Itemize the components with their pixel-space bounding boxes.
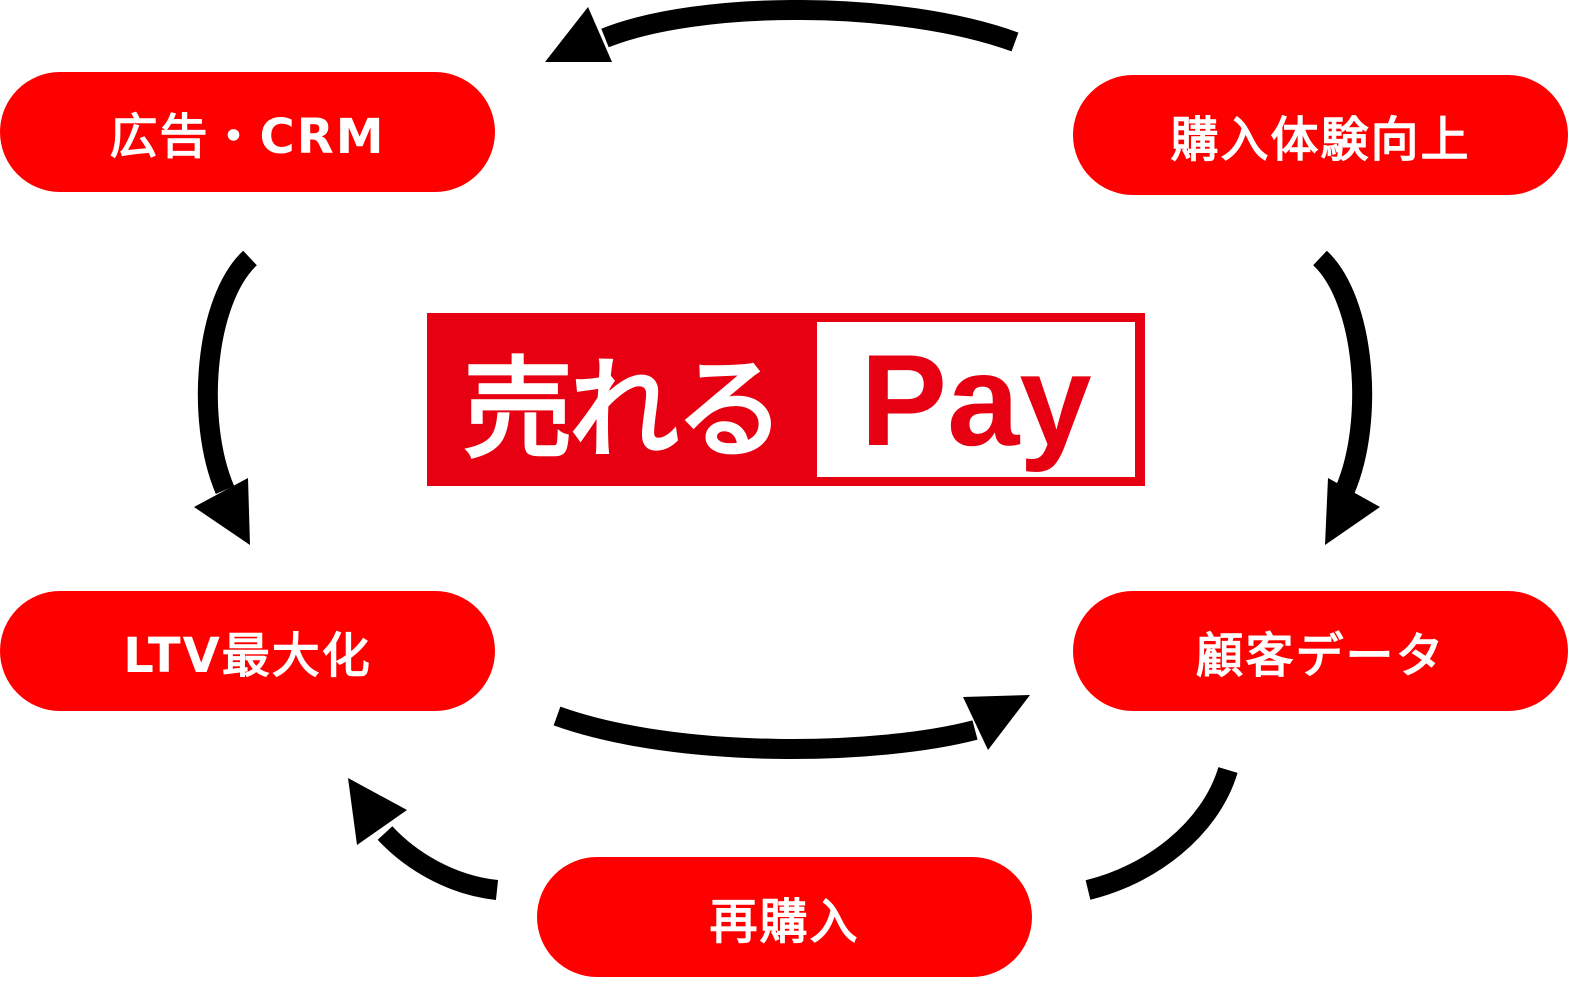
arrow-exp-to-ad <box>545 0 1019 62</box>
node-purchase-experience-label: 購入体験向上 <box>1170 112 1471 168</box>
node-repurchase: 再購入 <box>537 857 1032 977</box>
node-purchase-experience: 購入体験向上 <box>1073 75 1568 195</box>
arrow-exp-to-cust <box>1312 250 1380 545</box>
node-repurchase-label: 再購入 <box>709 894 860 950</box>
urerupay-logo: 売れる Pay <box>427 313 1145 486</box>
logo-left-text: 売れる <box>463 345 785 474</box>
node-ltv: LTV最大化 <box>0 591 495 711</box>
node-customer-data-label: 顧客データ <box>1195 628 1446 684</box>
node-ad-crm-label: 広告・CRM <box>109 109 386 165</box>
node-ad-crm: 広告・CRM <box>0 72 495 192</box>
node-ltv-label: LTV最大化 <box>123 628 372 684</box>
node-customer-data: 顧客データ <box>1073 591 1568 711</box>
arrow-rebuy-to-ltv <box>348 778 499 900</box>
arrow-ltv-to-cust <box>553 695 1030 759</box>
logo-right-text: Pay <box>817 322 1135 477</box>
arrow-ad-to-ltv <box>194 250 258 545</box>
arrow-cust-to-rebuy <box>1085 766 1238 900</box>
